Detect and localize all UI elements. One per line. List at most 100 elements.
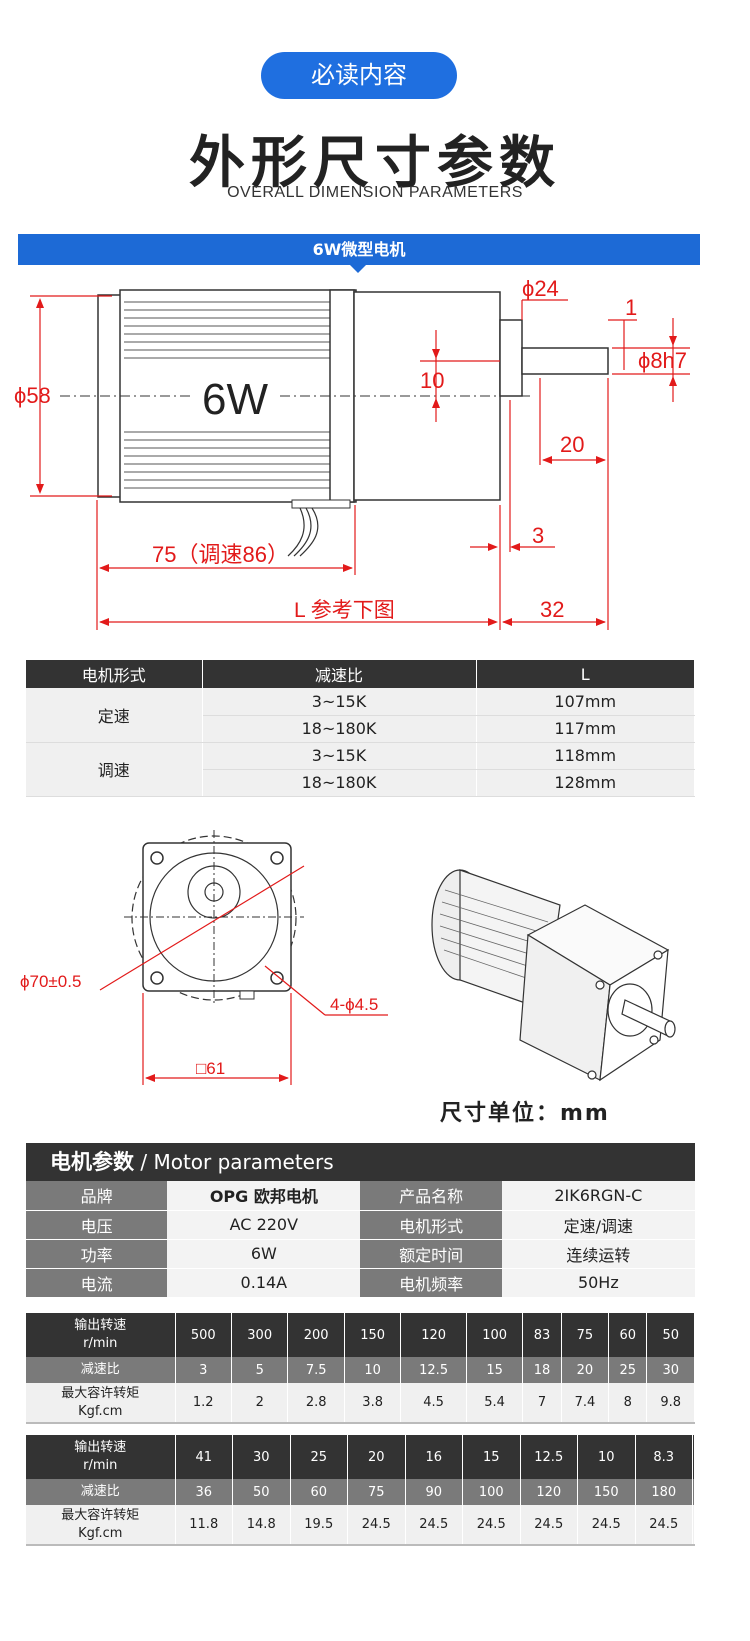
param-value: 0.14A xyxy=(167,1268,361,1298)
ratio-cell: 15 xyxy=(466,1357,524,1383)
table-row: 18~180K 117mm xyxy=(26,715,695,743)
torque-cell: 2.8 xyxy=(287,1383,345,1424)
speed-cell: 500 xyxy=(175,1313,232,1357)
ratio-cell: 20 xyxy=(561,1357,610,1383)
speed-cell: 12.5 xyxy=(520,1435,578,1479)
param-value: OPG 欧邦电机 xyxy=(167,1181,361,1211)
ratio-cell: 18 xyxy=(522,1357,562,1383)
param-key: 电机形式 xyxy=(360,1210,502,1240)
col-header-L: L xyxy=(476,660,695,688)
table-row: 调速 3~15K 118mm xyxy=(26,742,695,797)
torque-cell: 19.5 xyxy=(290,1505,348,1546)
page-title: 外形尺寸参数 xyxy=(189,131,561,196)
length-cell: 128mm xyxy=(476,769,695,797)
param-key: 电流 xyxy=(26,1268,168,1298)
torque-cell: 7.4 xyxy=(561,1383,610,1424)
torque-cell: 2 xyxy=(231,1383,289,1424)
torque-cell: 14.8 xyxy=(232,1505,291,1546)
torque-cell: 8 xyxy=(608,1383,648,1424)
param-value: 2IK6RGN-C xyxy=(501,1181,695,1211)
speed-cell: 10 xyxy=(577,1435,636,1479)
ratio-cell: 12.5 xyxy=(400,1357,467,1383)
dim-3: 3 xyxy=(532,523,544,548)
ratio-cell: 30 xyxy=(646,1357,695,1383)
dim-70: ϕ70±0.5 xyxy=(20,972,81,991)
table-row: 定速 3~15K 107mm xyxy=(26,688,695,743)
dim-75: 75（调速86） xyxy=(152,542,289,567)
torque-cell: 3.8 xyxy=(344,1383,402,1424)
torque-cell: 7 xyxy=(522,1383,562,1424)
page-subtitle: OVERALL DIMENSION PARAMETERS xyxy=(227,184,523,201)
motor-type-cell: 调速 xyxy=(26,742,203,797)
dim-61: □61 xyxy=(196,1059,225,1078)
ratio-cell: 18~180K xyxy=(202,769,477,797)
motor-3d-illustration xyxy=(431,869,676,1082)
table-row: 18~180K 128mm xyxy=(26,769,695,797)
param-key: 产品名称 xyxy=(360,1181,502,1211)
col-header-ratio: 减速比 xyxy=(202,660,477,688)
param-value: 连续运转 xyxy=(501,1239,695,1269)
speed-cell: 25 xyxy=(290,1435,348,1479)
torque-cell: 24.5 xyxy=(577,1505,636,1546)
torque-cell: 24.5 xyxy=(347,1505,406,1546)
motor-params-header: 电机参数 / Motor parameters xyxy=(26,1143,695,1181)
model-band: 6W微型电机 xyxy=(18,234,700,265)
ratio-cell: 18~180K xyxy=(202,715,477,743)
ratio-cell: 50 xyxy=(232,1479,291,1505)
motor-params-title: 电机参数 xyxy=(50,1150,134,1174)
torque-cell: 24.5 xyxy=(635,1505,693,1546)
table-row: 电流 0.14A 电机频率 50Hz xyxy=(26,1268,695,1298)
terminal-box xyxy=(291,499,351,509)
length-cell: 107mm xyxy=(476,688,695,716)
dim-mounting-holes: 4-ϕ4.5 xyxy=(330,995,378,1014)
speed-cell: 15 xyxy=(462,1435,521,1479)
ratio-cell: 36 xyxy=(175,1479,233,1505)
motor-params-table: 品牌 OPG 欧邦电机 产品名称 2IK6RGN-C 电压 AC 220V 电机… xyxy=(26,1181,695,1298)
speed-cell: 75 xyxy=(561,1313,610,1357)
param-value: AC 220V xyxy=(167,1210,361,1240)
param-key: 品牌 xyxy=(26,1181,168,1211)
torque-cell: 24.5 xyxy=(520,1505,578,1546)
dim-20: 20 xyxy=(560,432,584,457)
dim-58: ϕ58 xyxy=(14,383,51,408)
torque-cell: 1.2 xyxy=(175,1383,232,1424)
ratio-cell: 60 xyxy=(290,1479,348,1505)
param-value: 6W xyxy=(167,1239,361,1269)
ratio-cell xyxy=(692,1479,695,1505)
speed-cell: 60 xyxy=(608,1313,648,1357)
ratio-cell: 150 xyxy=(577,1479,636,1505)
speed-cell: 200 xyxy=(287,1313,345,1357)
param-key: 电机频率 xyxy=(360,1268,502,1298)
torque-cell: 24.5 xyxy=(405,1505,463,1546)
length-cell: 118mm xyxy=(476,742,695,770)
speed-cell: 41 xyxy=(175,1435,233,1479)
table-row: 功率 6W 额定时间 连续运转 xyxy=(26,1239,695,1269)
speed-cell: 30 xyxy=(232,1435,291,1479)
dim-L: L 参考下图 xyxy=(294,599,395,622)
dim-1: 1 xyxy=(625,295,637,320)
dim-10: 10 xyxy=(420,368,444,393)
speed-cell: 300 xyxy=(231,1313,289,1357)
param-value: 50Hz xyxy=(501,1268,695,1298)
torque-cell: 24.5 xyxy=(462,1505,521,1546)
power-label: 6W xyxy=(202,375,268,424)
ratio-label: 减速比 xyxy=(26,1357,176,1383)
param-key: 电压 xyxy=(26,1210,168,1240)
output-shaft xyxy=(521,347,609,375)
ratio-cell: 7.5 xyxy=(287,1357,345,1383)
param-key: 额定时间 xyxy=(360,1239,502,1269)
length-cell: 117mm xyxy=(476,715,695,743)
speed-cell xyxy=(692,1435,695,1479)
speed-cell: 16 xyxy=(405,1435,463,1479)
motor-type-cell: 定速 xyxy=(26,688,203,743)
ratio-cell: 10 xyxy=(344,1357,402,1383)
torque-cell: 11.8 xyxy=(175,1505,233,1546)
